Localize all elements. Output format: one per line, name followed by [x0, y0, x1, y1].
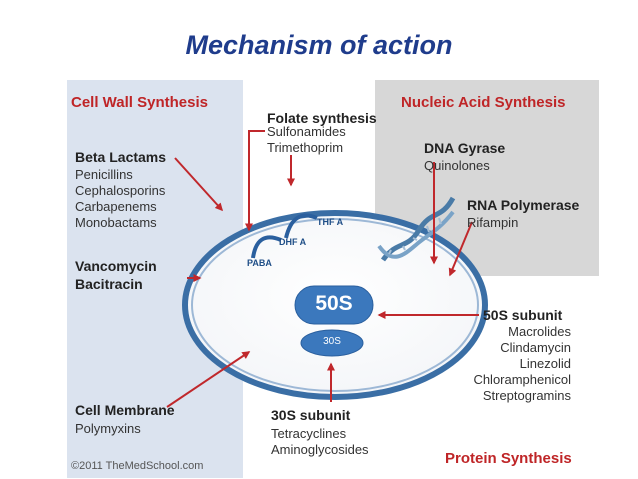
folate-list: Sulfonamides Trimethoprim [267, 124, 346, 156]
list-item: Sulfonamides [267, 124, 346, 139]
dna-gyrase-list: Quinolones [424, 158, 490, 174]
ribosome-50s-icon [294, 285, 374, 325]
list-item: Chloramphenicol [473, 372, 571, 387]
ribosome-50s-label: 50S [315, 292, 353, 315]
list-item: Penicillins [75, 167, 133, 182]
arrow-beta-lactams [174, 157, 224, 212]
bacitracin-label: Bacitracin [75, 276, 143, 292]
paba-label: PABA [247, 258, 272, 268]
copyright-text: ©2011 TheMedSchool.com [71, 460, 204, 472]
nucleic-acid-heading: Nucleic Acid Synthesis [401, 94, 566, 111]
ribosome-30s-label: 30S [323, 336, 341, 347]
50s-subunit-heading: 50S subunit [483, 307, 563, 323]
thfa-label: THF A [317, 217, 344, 227]
protein-synthesis-heading: Protein Synthesis [445, 450, 572, 467]
dhfa-to-thfa-curve [284, 213, 318, 239]
list-item: Tetracyclines [271, 426, 347, 441]
30s-subunit-list: Tetracyclines Aminoglycosides [271, 426, 369, 458]
list-item: Trimethoprim [267, 140, 344, 155]
50s-subunit-list: Macrolides Clindamycin Linezolid Chloram… [473, 324, 571, 404]
list-item: Quinolones [424, 158, 490, 173]
page-title: Mechanism of action [185, 30, 453, 60]
rna-polymerase-list: Rifampin [467, 215, 518, 231]
dhfa-label: DHF A [279, 237, 307, 247]
paba-to-dhfa-curve [251, 235, 282, 259]
dna-helix-icon [377, 196, 456, 262]
list-item: Rifampin [467, 215, 519, 230]
bacterial-cell-inner-line [191, 218, 479, 392]
arrow-cell-membrane [166, 351, 251, 408]
cell-wall-heading: Cell Wall Synthesis [71, 94, 208, 111]
list-item: Linezolid [519, 356, 571, 371]
beta-lactams-label: Beta Lactams [75, 149, 167, 165]
arrow-sulfonamides [245, 130, 265, 232]
rna-polymerase-label: RNA Polymerase [467, 197, 580, 213]
30s-subunit-heading: 30S subunit [271, 407, 351, 423]
folate-heading: Folate synthesis [267, 110, 377, 126]
diagram-panel: Cell Wall Synthesis Beta Lactams Penicil… [67, 80, 599, 478]
ribosome-30s-icon [300, 329, 364, 357]
diagram-graphics [166, 130, 488, 408]
cell-membrane-heading: Cell Membrane [75, 402, 175, 418]
list-item: Clindamycin [500, 340, 571, 355]
dna-gyrase-label: DNA Gyrase [424, 140, 506, 156]
list-item: Macrolides [508, 324, 571, 339]
list-item: Cephalosporins [75, 183, 166, 198]
list-item: Monobactams [75, 215, 157, 230]
vancomycin-label: Vancomycin [75, 258, 157, 274]
list-item: Carbapenems [75, 199, 157, 214]
list-item: Streptogramins [482, 388, 571, 403]
cell-membrane-list: Polymyxins [75, 421, 141, 437]
beta-lactams-list: Penicillins Cephalosporins Carbapenems M… [75, 167, 165, 231]
list-item: Aminoglycosides [271, 442, 369, 457]
arrow-rna-polymerase [448, 221, 473, 277]
list-item: Polymyxins [75, 421, 141, 436]
